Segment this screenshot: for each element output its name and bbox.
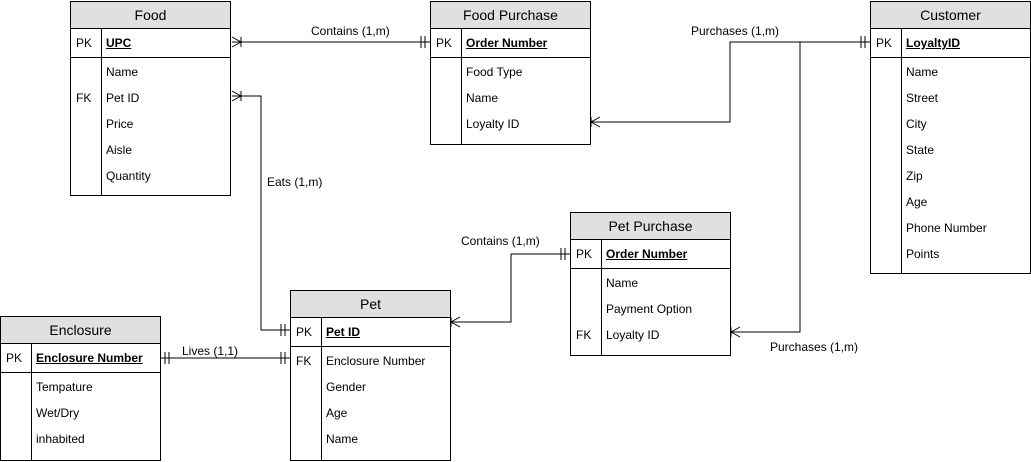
attribute-list: Name FK Pet ID Price Aisle Quantity [71, 58, 230, 195]
one-one-customer [860, 36, 866, 48]
line-foodpurchase-customer [591, 41, 870, 123]
line-petpurchase-customer [731, 42, 801, 333]
attribute: State [906, 143, 935, 157]
entity-title: Food [71, 2, 230, 29]
one-one-enclosure [164, 352, 170, 364]
column-divider [901, 29, 902, 273]
one-one-pet-enclosure [280, 352, 286, 364]
attribute: Name [906, 65, 939, 79]
attribute: Loyalty ID [466, 117, 520, 131]
attribute: Name [106, 65, 139, 79]
attribute: City [906, 117, 927, 131]
attribute: Age [326, 406, 348, 420]
pk-tag: PK [436, 36, 453, 50]
relationship-label-purchases-food: Purchases (1,m) [691, 24, 780, 38]
pk-row: PK Order Number [571, 240, 730, 269]
attribute: Food Type [466, 65, 523, 79]
attribute: Payment Option [606, 302, 693, 316]
entity-enclosure[interactable]: Enclosure PK Enclosure Number Tempature … [0, 316, 161, 461]
column-divider [101, 29, 102, 195]
attribute-list: FK Enclosure Number Gender Age Name [291, 347, 450, 460]
pk-field: Order Number [466, 36, 548, 50]
column-divider [31, 344, 32, 460]
relationship-label-purchases-pet: Purchases (1,m) [770, 340, 859, 354]
attribute: Aisle [106, 143, 133, 157]
one-one-petpurchase [560, 248, 566, 260]
pk-row: PK LoyaltyID [871, 29, 1030, 58]
attribute-list: Name Street City State Zip Age Phone Num… [871, 58, 1030, 273]
fk-tag: FK [296, 354, 312, 368]
entity-food[interactable]: Food PK UPC Name FK Pet ID Price Aisle Q… [70, 1, 231, 196]
entity-pet[interactable]: Pet PK Pet ID FK Enclosure Number Gender… [290, 290, 451, 461]
attribute: Name [466, 91, 499, 105]
pk-row: PK Pet ID [291, 318, 450, 347]
pk-field: UPC [106, 36, 132, 50]
pk-tag: PK [296, 325, 313, 339]
attribute-list: Name Payment Option FK Loyalty ID [571, 269, 730, 355]
one-one-foodpurchase [420, 36, 426, 48]
pk-tag: PK [876, 36, 893, 50]
line-food-pet [232, 95, 290, 331]
pk-tag: PK [576, 247, 593, 261]
pk-row: PK Enclosure Number [1, 344, 160, 373]
attribute: Price [106, 117, 134, 131]
column-divider [601, 240, 602, 355]
attribute: Tempature [36, 380, 93, 394]
attribute: Enclosure Number [326, 354, 426, 368]
pk-tag: PK [6, 351, 23, 365]
entity-food-purchase[interactable]: Food Purchase PK Order Number Food Type … [430, 1, 591, 145]
fk-tag: FK [576, 328, 592, 342]
crows-foot-food-petid [231, 90, 243, 102]
attribute-list: Tempature Wet/Dry inhabited [1, 373, 160, 460]
column-divider [461, 29, 462, 144]
attribute: Pet ID [106, 91, 140, 105]
attribute: Name [606, 276, 639, 290]
attribute: Age [906, 195, 928, 209]
pk-row: PK Order Number [431, 29, 590, 58]
fk-tag: FK [76, 91, 92, 105]
attribute: Loyalty ID [606, 328, 660, 342]
attribute: Street [906, 91, 939, 105]
entity-title: Pet [291, 291, 450, 318]
pk-field: Pet ID [326, 325, 361, 339]
attribute: Gender [326, 380, 367, 394]
pk-field: Enclosure Number [36, 351, 143, 365]
relationship-label-lives: Lives (1,1) [182, 344, 239, 358]
column-divider [321, 318, 322, 460]
pk-field: Order Number [606, 247, 688, 261]
crows-foot-pet [449, 316, 461, 328]
attribute: Wet/Dry [36, 406, 80, 420]
pk-tag: PK [76, 36, 93, 50]
attribute: Quantity [106, 169, 151, 183]
crows-foot-petpurchase [729, 326, 741, 338]
crows-foot-foodpurchase [589, 116, 601, 128]
relationship-label-contains-food: Contains (1,m) [311, 24, 390, 38]
entity-title: Pet Purchase [571, 213, 730, 240]
attribute: Name [326, 432, 359, 446]
crows-foot-food [231, 36, 243, 48]
entity-title: Customer [871, 2, 1030, 29]
attribute: Points [906, 247, 940, 261]
entity-pet-purchase[interactable]: Pet Purchase PK Order Number Name Paymen… [570, 212, 731, 356]
attribute: Zip [906, 169, 923, 183]
entity-title: Enclosure [1, 317, 160, 344]
entity-customer[interactable]: Customer PK LoyaltyID Name Street City S… [870, 1, 1031, 274]
entity-title: Food Purchase [431, 2, 590, 29]
attribute: inhabited [36, 432, 85, 446]
attribute: Phone Number [906, 221, 987, 235]
attribute-list: Food Type Name Loyalty ID [431, 58, 590, 144]
relationship-label-contains-pet: Contains (1,m) [461, 234, 540, 248]
pk-row: PK UPC [71, 29, 230, 58]
one-one-pet [280, 324, 286, 336]
pk-field: LoyaltyID [906, 36, 961, 50]
line-pet-petpurchase [451, 253, 570, 323]
relationship-label-eats: Eats (1,m) [267, 175, 323, 189]
